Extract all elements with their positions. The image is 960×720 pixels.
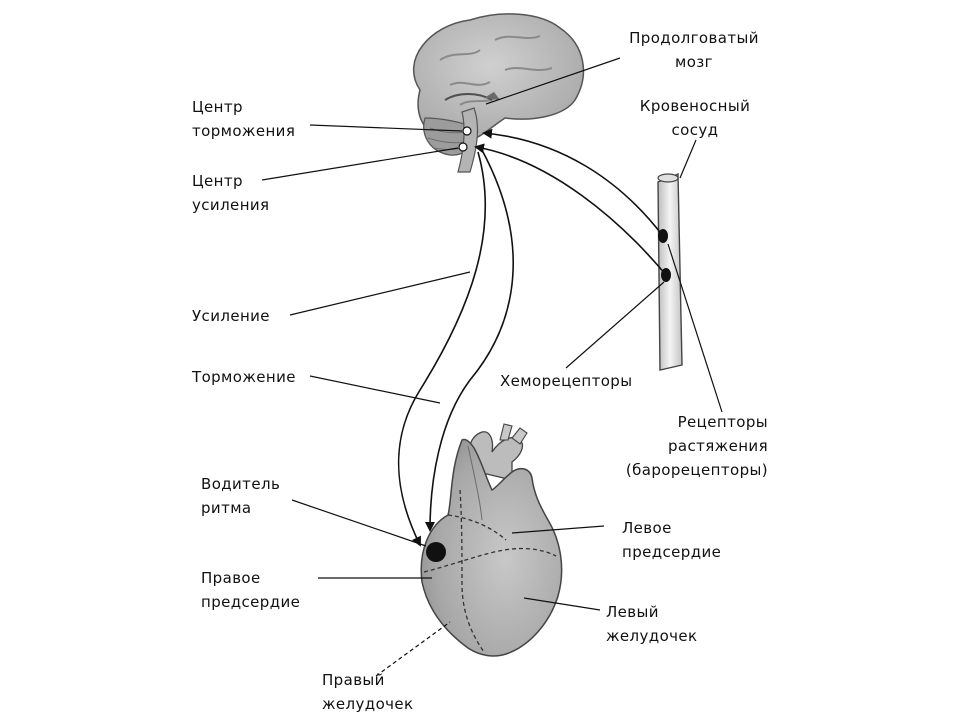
chemoreceptor-afferent-path [474, 143, 667, 276]
label-left-ventricle-line1: Левый [606, 603, 659, 621]
label-pacemaker-line1: Водитель [201, 475, 281, 493]
label-acceleration-center-line1: Центр [192, 172, 243, 190]
label-medulla-line1: Продолговатый [629, 29, 759, 47]
label-stretch-receptors: Рецепторы растяжения (барорецепторы) [590, 410, 768, 482]
leader-acceleration-center [261, 147, 459, 181]
label-medulla: Продолговатый мозг [614, 26, 774, 74]
label-right-atrium-line1: Правое [201, 569, 261, 587]
leader-vessel [679, 139, 697, 179]
label-acceleration-center: Центр усиления [192, 169, 269, 217]
label-chemoreceptors: Хеморецепторы [500, 369, 632, 393]
label-right-ventricle-line1: Правый [322, 671, 385, 689]
label-medulla-line2: мозг [675, 53, 713, 71]
label-inhibition: Торможение [192, 365, 296, 389]
label-pacemaker-line2: ритма [201, 499, 252, 517]
label-right-ventricle: Правый желудочек [322, 668, 414, 716]
label-vessel-line1: Кровеносный [639, 97, 751, 115]
brain-illustration [413, 13, 585, 173]
leader-inhibition [309, 375, 441, 404]
leader-chemoreceptors [565, 281, 665, 369]
acceleration-nerve-path [397, 151, 487, 547]
leader-left-ventricle [523, 597, 601, 611]
baroreceptor-afferent-path [482, 128, 664, 237]
leader-inhibition-center [309, 124, 463, 132]
label-inhibition-text: Торможение [192, 368, 296, 386]
label-pacemaker: Водитель ритма [201, 472, 280, 520]
label-stretch-receptors-line2: растяжения [667, 437, 768, 455]
label-acceleration-center-line2: усиления [192, 196, 270, 214]
label-left-atrium-line1: Левое [622, 519, 672, 537]
label-acceleration: Усиление [192, 304, 270, 328]
label-vessel-line2: сосуд [671, 121, 719, 139]
leader-acceleration [289, 271, 471, 316]
label-right-atrium: Правое предсердие [201, 566, 300, 614]
label-left-atrium: Левое предсердие [622, 516, 721, 564]
leader-medulla [485, 57, 621, 105]
label-inhibition-center-line1: Центр [192, 98, 243, 116]
leader-pacemaker [291, 499, 427, 547]
label-stretch-receptors-line1: Рецепторы [677, 413, 768, 431]
inhibition-nerve-path [425, 149, 514, 532]
label-vessel: Кровеносный сосуд [622, 94, 768, 142]
label-stretch-receptors-line3: (барорецепторы) [625, 461, 768, 479]
leader-right-ventricle [375, 621, 451, 677]
leader-lines [261, 57, 723, 677]
label-right-ventricle-line2: желудочек [322, 695, 414, 713]
label-left-ventricle-line2: желудочек [606, 627, 698, 645]
label-acceleration-text: Усиление [192, 307, 270, 325]
inhibition-center-node [462, 126, 472, 136]
acceleration-center-node [458, 142, 468, 152]
label-left-ventricle: Левый желудочек [606, 600, 698, 648]
label-inhibition-center: Центр торможения [192, 95, 295, 143]
label-inhibition-center-line2: торможения [192, 122, 296, 140]
label-left-atrium-line2: предсердие [622, 543, 722, 561]
pacemaker-node [426, 542, 446, 562]
label-right-atrium-line2: предсердие [201, 593, 301, 611]
leader-left-atrium [511, 525, 605, 534]
label-chemoreceptors-text: Хеморецепторы [500, 372, 633, 390]
leader-stretch-receptors [667, 243, 723, 413]
heart-illustration [420, 423, 563, 657]
